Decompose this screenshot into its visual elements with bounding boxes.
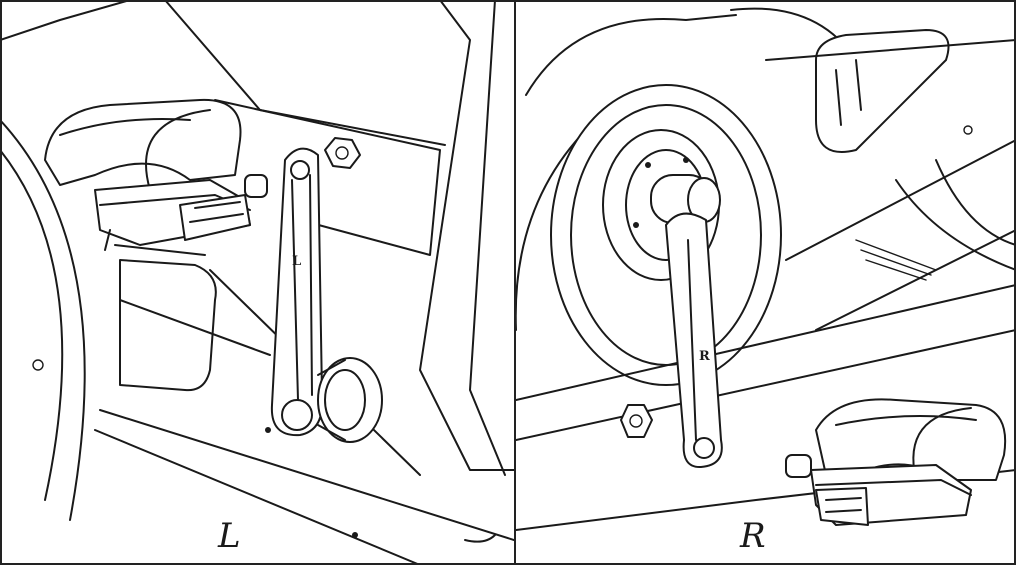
left-crank-mark: L xyxy=(292,254,301,269)
pedal-with-strap-icon xyxy=(785,398,1007,526)
hex-nut-icon xyxy=(620,404,653,438)
frame-tube-lower xyxy=(815,229,1016,331)
left-side-illustration: L xyxy=(0,0,514,565)
frame-corner-curve xyxy=(464,534,496,543)
frame-tube-top xyxy=(765,39,1016,61)
belt-texture xyxy=(855,239,937,281)
flywheel-arc-outer xyxy=(0,119,86,521)
frame-bolt xyxy=(963,125,973,135)
rear-wheel-arc xyxy=(895,179,1016,271)
frame-base-rail-lower xyxy=(516,329,1016,441)
flywheel-arc-inner xyxy=(0,149,64,501)
frame-handle-cutout xyxy=(815,29,950,153)
frame-mid-rail xyxy=(119,299,271,356)
right-side-panel: R R xyxy=(516,0,1016,565)
frame-base-rail xyxy=(516,284,1016,401)
crank-arm-icon: L xyxy=(270,147,324,437)
frame-base-rail-lower xyxy=(94,429,421,565)
frame-post-right-edge xyxy=(469,0,506,476)
left-side-panel: L L xyxy=(0,0,514,565)
frame-base-rail xyxy=(99,409,514,541)
frame-bracket-plate xyxy=(214,99,441,256)
frame-post-right xyxy=(419,0,514,471)
right-crank-mark: R xyxy=(699,349,710,364)
frame-cutout xyxy=(119,259,217,392)
rear-wheel-arc-inner xyxy=(935,159,1016,246)
frame-tube-top xyxy=(0,0,131,41)
bottom-bracket xyxy=(317,357,383,443)
flywheel-bolt xyxy=(32,359,44,371)
frame-handle-inner xyxy=(835,59,862,126)
pedal-with-strap-icon xyxy=(44,98,268,256)
crank-arm-icon: R xyxy=(650,174,723,469)
left-panel-label: L xyxy=(218,516,241,556)
right-side-illustration: R xyxy=(516,7,1016,531)
hex-nut-icon xyxy=(324,137,361,169)
right-panel-label: R xyxy=(740,516,766,556)
frame-screw-dot xyxy=(265,427,271,433)
frame-screw-dot xyxy=(352,532,358,538)
frame-tube-mid xyxy=(785,139,1016,261)
panel-divider xyxy=(514,0,516,565)
